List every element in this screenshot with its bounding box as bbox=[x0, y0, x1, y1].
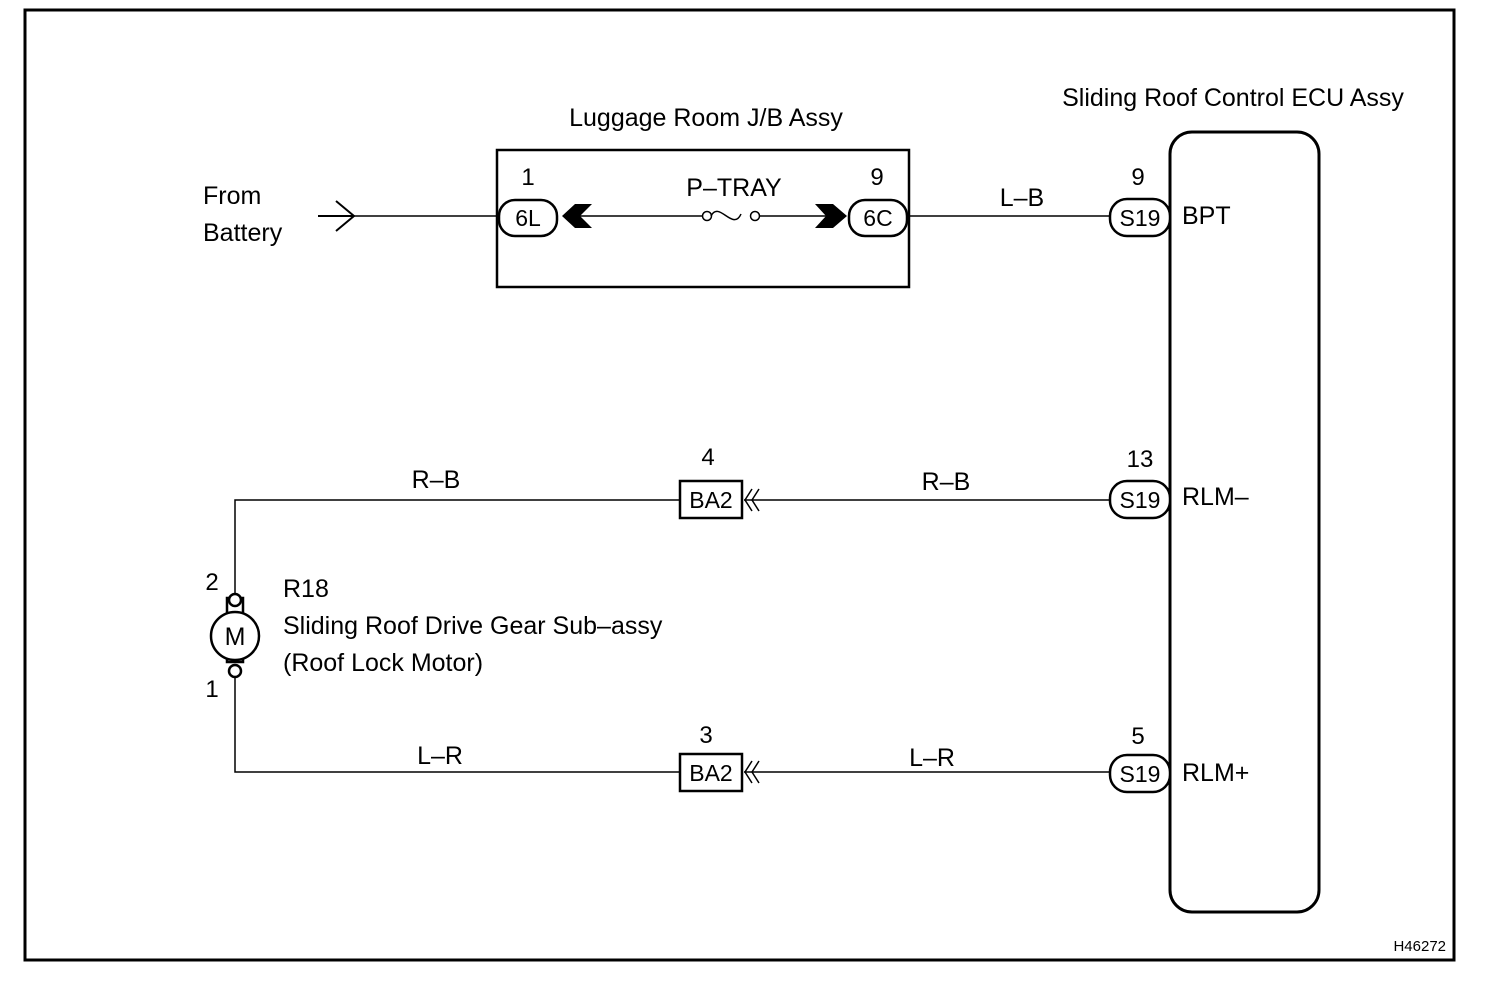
junction-ba2-bottom-pin: 3 bbox=[699, 722, 712, 749]
ecu-terminal-rlm-plus: RLM+ bbox=[1182, 759, 1249, 787]
fuse-icon bbox=[701, 210, 761, 222]
ecu-terminal-bpt: BPT bbox=[1182, 202, 1231, 230]
motor-symbol: M bbox=[225, 623, 246, 651]
double-chevron-icon bbox=[744, 760, 760, 784]
connector-arrow-right-icon bbox=[815, 204, 847, 228]
motor-icon bbox=[209, 592, 261, 679]
connector-BA2-bottom bbox=[678, 752, 744, 793]
ecu-terminal-rlm-minus: RLM– bbox=[1182, 483, 1249, 511]
battery-label-line1: From bbox=[203, 182, 261, 210]
jb-right-pin: 9 bbox=[870, 164, 883, 191]
wire-rlm-plus-color-right: L–R bbox=[909, 744, 955, 772]
connector-6C bbox=[847, 198, 909, 238]
jb-left-pin: 1 bbox=[521, 164, 534, 191]
wire-rlm-plus-motor-side bbox=[234, 676, 680, 773]
junction-ba2-top-pin: 4 bbox=[701, 444, 714, 471]
wire-rlm-plus-color-left: L–R bbox=[417, 742, 463, 770]
wire-rlm-minus-color-left: R–B bbox=[412, 466, 461, 494]
diagram-frame bbox=[23, 8, 1456, 962]
connector-S19-rlm-plus bbox=[1108, 753, 1172, 794]
battery-label-line2: Battery bbox=[203, 219, 283, 247]
junction-block-box bbox=[495, 148, 911, 289]
motor-pin-top: 2 bbox=[205, 569, 218, 596]
fuse-label: P–TRAY bbox=[686, 174, 782, 202]
connector-BA2-top-label: BA2 bbox=[689, 487, 732, 513]
ecu-bpt-pin: 9 bbox=[1131, 164, 1144, 191]
wire-rlm-minus-color-right: R–B bbox=[922, 468, 971, 496]
connector-6L-label: 6L bbox=[515, 205, 541, 231]
ecu-rlm-plus-pin: 5 bbox=[1131, 723, 1144, 750]
motor-pin-bottom: 1 bbox=[205, 676, 218, 703]
wire-rlm-minus-motor-side bbox=[234, 499, 680, 594]
motor-subtitle: (Roof Lock Motor) bbox=[283, 649, 483, 677]
motor-name: Sliding Roof Drive Gear Sub–assy bbox=[283, 612, 663, 640]
motor-code: R18 bbox=[283, 575, 329, 603]
ecu-rlm-minus-pin: 13 bbox=[1127, 446, 1154, 473]
connector-6C-label: 6C bbox=[863, 205, 892, 231]
wire-bpt-color: L–B bbox=[1000, 184, 1044, 212]
connector-6L bbox=[497, 198, 559, 238]
ecu-box bbox=[1168, 130, 1321, 914]
connector-S19-bpt bbox=[1108, 197, 1172, 238]
figure-id: H46272 bbox=[1393, 938, 1446, 955]
connector-BA2-top bbox=[678, 479, 744, 520]
connector-S19-rlm-minus-label: S19 bbox=[1120, 487, 1161, 513]
connector-S19-bpt-label: S19 bbox=[1120, 205, 1161, 231]
connector-S19-rlm-plus-label: S19 bbox=[1120, 761, 1161, 787]
double-chevron-icon bbox=[744, 488, 760, 512]
arrow-right-icon bbox=[318, 200, 356, 232]
junction-block-title: Luggage Room J/B Assy bbox=[569, 104, 843, 132]
ecu-title: Sliding Roof Control ECU Assy bbox=[1062, 84, 1404, 112]
connector-BA2-bottom-label: BA2 bbox=[689, 760, 732, 786]
connector-arrow-left-icon bbox=[562, 204, 592, 228]
